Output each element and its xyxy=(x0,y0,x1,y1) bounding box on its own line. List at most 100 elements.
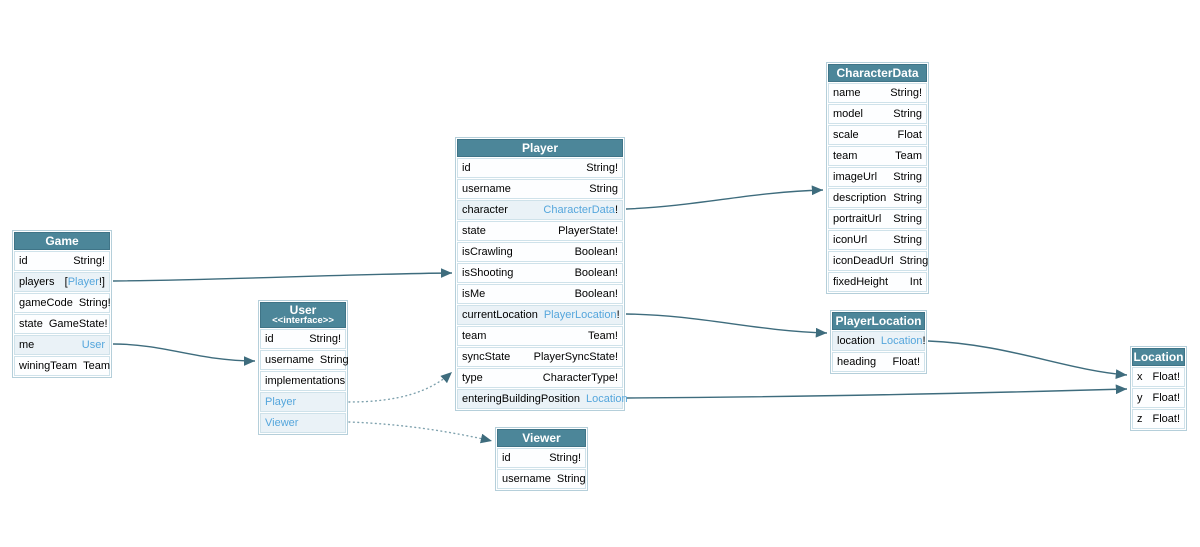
field-type: CharacterType! xyxy=(543,372,618,384)
type-link-characterdata[interactable]: CharacterData xyxy=(543,204,615,216)
edge-playerlocation-location-to-location xyxy=(927,340,1128,379)
field-type: Int xyxy=(910,276,922,288)
field-type: Float! xyxy=(1152,413,1180,425)
field-row-type[interactable]: type CharacterType! xyxy=(457,368,623,388)
type-link-location[interactable]: Location xyxy=(586,393,628,405)
field-row-players[interactable]: players[Player!] xyxy=(14,272,110,292)
type-header-playerlocation[interactable]: PlayerLocation xyxy=(832,312,925,330)
field-type: Boolean! xyxy=(575,288,618,300)
type-link-user[interactable]: User xyxy=(81,339,105,351)
field-type: String! xyxy=(549,452,581,464)
field-type: Float xyxy=(898,129,922,141)
field-type: Float! xyxy=(892,356,920,368)
type-header-viewer[interactable]: Viewer xyxy=(497,429,586,447)
implementation-row-viewer[interactable]: Viewer xyxy=(260,413,346,433)
type-scalar: String! xyxy=(586,162,618,174)
field-name: isMe xyxy=(462,288,486,300)
field-name: state xyxy=(19,318,43,330)
field-name: id xyxy=(502,452,511,464)
type-title: Location xyxy=(1133,350,1184,364)
type-scalar: String xyxy=(893,192,922,204)
implementation-link-player[interactable]: Player xyxy=(265,396,297,408)
type-header-user[interactable]: User<<interface>> xyxy=(260,302,346,328)
implementation-row-player[interactable]: Player xyxy=(260,392,346,412)
type-wrapper-open: [ xyxy=(64,276,68,288)
type-header-game[interactable]: Game xyxy=(14,232,110,250)
field-row-state[interactable]: state GameState! xyxy=(14,314,110,334)
implementation-link-viewer[interactable]: Viewer xyxy=(265,417,299,429)
field-name: name xyxy=(833,87,861,99)
type-header-characterdata[interactable]: CharacterData xyxy=(828,64,927,82)
type-header-player[interactable]: Player xyxy=(457,139,623,157)
field-name: y xyxy=(1137,392,1143,404)
field-name: model xyxy=(833,108,863,120)
field-type: GameState! xyxy=(49,318,108,330)
edge-user-viewer-to-viewer xyxy=(348,421,493,444)
type-title: PlayerLocation xyxy=(835,314,922,328)
edge-player-character-to-characterdata xyxy=(625,185,824,210)
field-name: gameCode xyxy=(19,297,73,309)
type-scalar: GameState! xyxy=(48,318,108,330)
type-scalar: Team xyxy=(83,360,110,372)
field-type: PlayerState! xyxy=(558,225,618,237)
type-header-location[interactable]: Location xyxy=(1132,348,1185,366)
field-row-id[interactable]: id String! xyxy=(497,448,586,468)
field-row-model[interactable]: model String xyxy=(828,104,927,124)
type-scalar: String xyxy=(893,108,922,120)
type-scalar: Int xyxy=(909,276,922,288)
edge-game-players-to-player xyxy=(112,268,453,282)
field-name: team xyxy=(462,330,487,342)
field-row-isme[interactable]: isMe Boolean! xyxy=(457,284,623,304)
field-name: type xyxy=(462,372,483,384)
type-link-playerlocation[interactable]: PlayerLocation xyxy=(543,309,617,321)
type-link-location[interactable]: Location xyxy=(880,335,923,347)
type-title: Game xyxy=(45,234,79,248)
type-link-player[interactable]: Player xyxy=(67,276,99,288)
type-scalar: Float! xyxy=(1152,413,1180,425)
field-name: x xyxy=(1137,371,1143,383)
edge-player-currentlocation-to-playerlocation xyxy=(625,313,828,338)
type-scalar: String xyxy=(893,234,922,246)
type-scalar: String xyxy=(556,473,586,485)
field-type: String xyxy=(893,108,922,120)
